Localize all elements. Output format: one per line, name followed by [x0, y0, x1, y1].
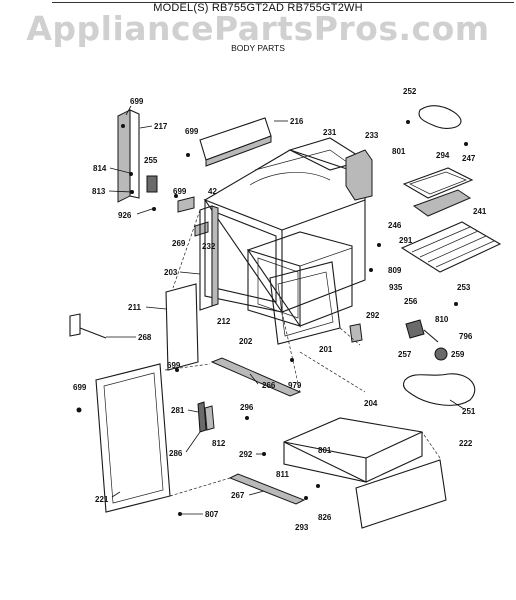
label-810: 810	[435, 315, 449, 324]
label-42: 42	[208, 187, 217, 196]
part-42-bracket	[177, 196, 195, 213]
label-211: 211	[128, 303, 141, 312]
label-204: 204	[364, 399, 378, 408]
label-809: 809	[388, 266, 402, 275]
label-216: 216	[290, 117, 304, 126]
part-268-wire-assembly	[69, 313, 107, 339]
label-202: 202	[239, 337, 253, 346]
part-216-vent-panel	[199, 117, 272, 167]
label-269: 269	[172, 239, 186, 248]
label-926: 926	[118, 211, 132, 220]
label-699: 699	[173, 187, 187, 196]
label-291: 291	[399, 236, 413, 245]
label-296: 296	[240, 403, 254, 412]
label-252: 252	[403, 87, 417, 96]
part-266-kick-rail	[210, 357, 302, 397]
label-247: 247	[462, 154, 476, 163]
label-233: 233	[365, 131, 379, 140]
label-807: 807	[205, 510, 219, 519]
part-292-sleeve	[349, 323, 363, 343]
section-subtitle: BODY PARTS	[231, 43, 285, 53]
part-251-bake-element	[402, 373, 476, 406]
label-979: 979	[288, 381, 302, 390]
label-294: 294	[436, 151, 450, 160]
top-rule	[52, 2, 514, 3]
part-241-oven-rack	[400, 221, 502, 273]
part-204-drawer	[283, 417, 423, 483]
label-812: 812	[212, 439, 226, 448]
label-268: 268	[138, 333, 152, 342]
label-286: 286	[169, 449, 183, 458]
label-292: 292	[239, 450, 253, 459]
label-699: 699	[130, 97, 144, 106]
label-231: 231	[323, 128, 337, 137]
label-814: 814	[93, 164, 107, 173]
label-935: 935	[389, 283, 403, 292]
label-217: 217	[154, 122, 168, 131]
part-267-drawer-rail	[228, 473, 306, 505]
label-811: 811	[276, 470, 289, 479]
label-826: 826	[318, 513, 332, 522]
label-266: 266	[262, 381, 276, 390]
part-203-front-frame	[199, 205, 219, 311]
part-247-broil-grid	[402, 167, 474, 199]
part-221-oven-door	[95, 363, 171, 513]
label-256: 256	[404, 297, 418, 306]
screws	[76, 120, 468, 516]
part-256-igniter-group	[405, 319, 448, 361]
watermark: AppliancePartsPros.com	[26, 9, 490, 48]
label-293: 293	[295, 523, 309, 532]
part-211-side-panel	[165, 283, 199, 371]
label-801: 801	[318, 446, 332, 455]
label-796: 796	[459, 332, 473, 341]
label-699: 699	[73, 383, 87, 392]
label-241: 241	[473, 207, 487, 216]
label-267: 267	[231, 491, 245, 500]
part-labels: 699 217 699 216 231 233 252 801 294 247 …	[73, 87, 487, 532]
part-246-broil-pan	[412, 189, 472, 217]
label-699: 699	[167, 361, 181, 370]
part-222-drawer-front	[355, 459, 447, 529]
part-252-broil-element	[418, 105, 462, 129]
part-255-bracket	[146, 175, 158, 193]
label-221: 221	[95, 495, 109, 504]
model-title: MODEL(S) RB755GT2AD RB755GT2WH	[153, 2, 363, 14]
assembly-guides	[164, 209, 441, 497]
label-801: 801	[392, 147, 406, 156]
part-231-oven-body	[203, 137, 367, 314]
label-232: 232	[202, 242, 216, 251]
label-253: 253	[457, 283, 471, 292]
label-255: 255	[144, 156, 158, 165]
label-212: 212	[217, 317, 231, 326]
label-222: 222	[459, 439, 473, 448]
part-269-clip	[194, 221, 209, 237]
part-232-oven-cavity	[246, 231, 353, 328]
part-217-side-trim	[117, 109, 140, 203]
label-246: 246	[388, 221, 402, 230]
label-251: 251	[462, 407, 476, 416]
label-699: 699	[185, 127, 199, 136]
label-813: 813	[92, 187, 106, 196]
label-257: 257	[398, 350, 412, 359]
part-233-rear-bracket	[345, 149, 373, 201]
part-281-hinge	[197, 401, 215, 433]
label-201: 201	[319, 345, 333, 354]
label-203: 203	[164, 268, 178, 277]
label-292: 292	[366, 311, 380, 320]
label-281: 281	[171, 406, 185, 415]
label-259: 259	[451, 350, 465, 359]
